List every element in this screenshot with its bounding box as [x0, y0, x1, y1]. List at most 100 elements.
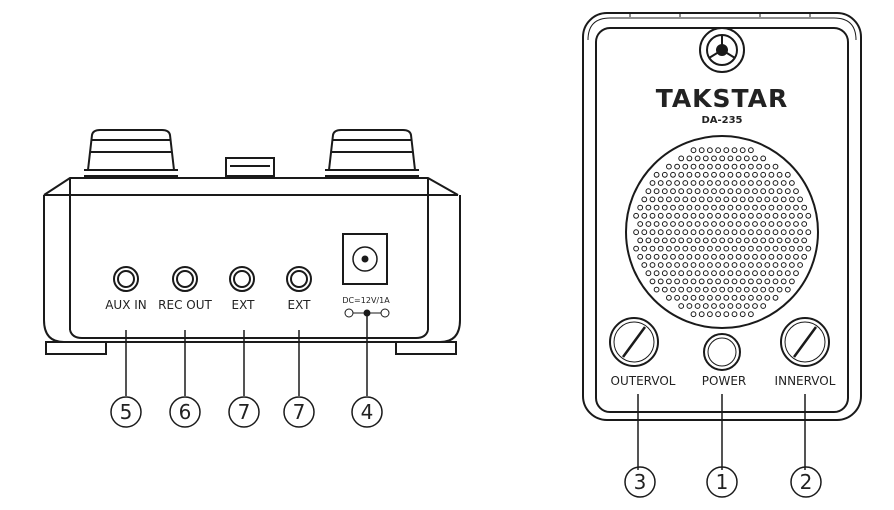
grille-hole	[784, 171, 791, 178]
grille-hole	[666, 294, 672, 301]
grille-hole	[645, 270, 652, 277]
grille-hole	[653, 221, 660, 227]
grille-hole	[764, 180, 771, 186]
jack-ext-1	[229, 266, 255, 396]
grille-hole	[756, 262, 762, 268]
grille-hole	[666, 229, 672, 236]
grille-hole	[670, 188, 676, 195]
grille-hole	[780, 212, 787, 219]
grille-hole	[760, 253, 767, 260]
grille-hole	[719, 155, 726, 162]
grille-hole	[666, 245, 672, 252]
grille-hole	[698, 196, 705, 203]
grille-hole	[727, 286, 734, 293]
grille-hole	[674, 163, 680, 170]
grille-hole	[776, 253, 783, 260]
grille-hole	[780, 196, 787, 203]
callout-7a: 7	[228, 396, 260, 428]
grille-hole	[735, 188, 742, 195]
grille-hole	[637, 237, 644, 244]
grille-hole	[760, 270, 767, 277]
grille-hole	[752, 171, 758, 178]
grille-hole	[801, 237, 808, 244]
svg-text:1: 1	[716, 470, 729, 494]
grille-hole	[727, 204, 734, 211]
power-button	[703, 333, 741, 470]
grille-hole	[678, 253, 685, 260]
grille-hole	[748, 278, 754, 285]
grille-hole	[735, 303, 742, 309]
grille-hole	[686, 270, 693, 277]
grille-hole	[735, 155, 742, 162]
grille-hole	[752, 221, 758, 227]
grille-hole	[719, 221, 726, 227]
grille-hole	[690, 294, 697, 301]
grille-hole	[641, 229, 648, 236]
grille-hole	[711, 303, 717, 309]
grille-hole	[743, 303, 750, 309]
grille-hole	[731, 245, 738, 252]
grille-hole	[690, 229, 697, 236]
grille-hole	[752, 237, 758, 244]
grille-hole	[682, 229, 689, 236]
rear-knob-right	[325, 129, 419, 177]
grille-hole	[674, 212, 680, 219]
grille-hole	[764, 196, 771, 203]
grille-hole	[748, 294, 754, 301]
grille-hole	[702, 286, 709, 293]
grille-hole	[768, 171, 775, 178]
grille-hole	[719, 188, 726, 195]
grille-hole	[707, 180, 713, 186]
grille-hole	[760, 171, 767, 178]
grille-hole	[674, 245, 680, 252]
grille-hole	[801, 204, 808, 211]
brand-logo-text: TAKSTAR	[656, 84, 789, 113]
grille-hole	[748, 196, 754, 203]
grille-hole	[719, 204, 726, 211]
grille-hole	[723, 245, 730, 252]
grille-hole	[789, 262, 795, 268]
front-view	[582, 12, 862, 470]
grille-hole	[694, 155, 701, 162]
grille-hole	[739, 294, 746, 301]
grille-hole	[711, 188, 717, 195]
grille-hole	[707, 229, 713, 236]
grille-hole	[793, 253, 799, 260]
grille-hole	[670, 204, 676, 211]
callout-2: 2	[790, 466, 822, 498]
grille-hole	[723, 278, 730, 285]
grille-hole	[723, 311, 730, 318]
grille-hole	[690, 163, 697, 170]
grille-hole	[690, 245, 697, 252]
grille-hole	[752, 253, 758, 260]
grille-hole	[760, 237, 767, 244]
grille-hole	[653, 171, 660, 178]
grille-hole	[694, 270, 701, 277]
grille-hole	[661, 188, 668, 195]
grille-hole	[682, 245, 689, 252]
grille-hole	[711, 221, 717, 227]
grille-hole	[727, 171, 734, 178]
grille-hole	[768, 221, 775, 227]
label-aux-in: AUX IN	[105, 298, 147, 312]
grille-hole	[789, 180, 795, 186]
grille-hole	[666, 278, 672, 285]
grille-hole	[743, 237, 750, 244]
grille-hole	[752, 270, 758, 277]
grille-hole	[776, 221, 783, 227]
grille-hole	[678, 270, 685, 277]
grille-hole	[682, 180, 689, 186]
grille-hole	[707, 294, 713, 301]
grille-hole	[686, 253, 693, 260]
grille-hole	[698, 311, 705, 318]
grille-hole	[772, 163, 779, 170]
grille-hole	[735, 286, 742, 293]
grille-hole	[649, 262, 656, 268]
grille-hole	[707, 278, 713, 285]
grille-hole	[715, 196, 721, 203]
grille-hole	[711, 270, 717, 277]
grille-hole	[764, 294, 771, 301]
grille-hole	[723, 212, 730, 219]
grille-hole	[707, 311, 713, 318]
grille-hole	[797, 245, 803, 252]
